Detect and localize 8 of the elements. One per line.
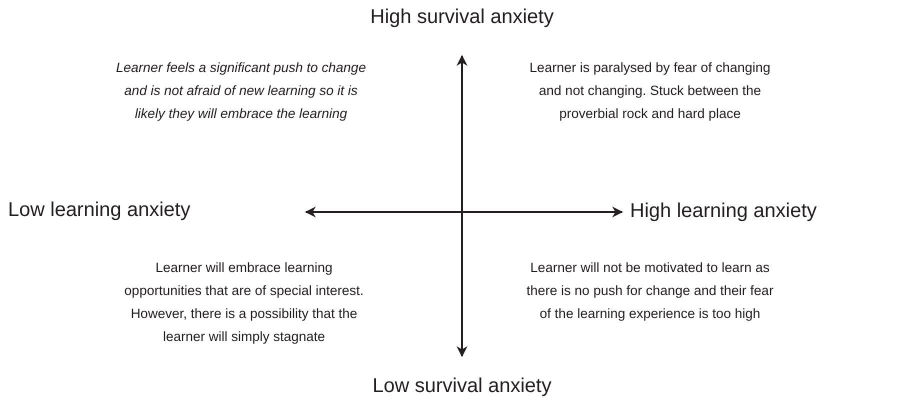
quadrant-description: Learner is paralysed by fear of changing and not changing. Stuck between the proverbial rock and hard place [528, 59, 772, 123]
axis-label: Low survival anxiety [372, 375, 552, 398]
axis-label: Low learning anxiety [8, 199, 192, 222]
axis-label: High survival anxiety [369, 6, 555, 29]
quadrant-description: Learner feels a significant push to change and is not afraid of new learning so it is likely they will embrace the learning [116, 59, 366, 123]
axis-label: High learning anxiety [630, 200, 818, 223]
quadrant-description: Learner will not be motivated to learn as there is no push for change and their fear of the learning experience is too high [526, 259, 774, 323]
quadrant-description: Learner will embrace learning opportunities that are of special interest. However, there is a possibility that the learner will simply stagnate [123, 259, 365, 346]
